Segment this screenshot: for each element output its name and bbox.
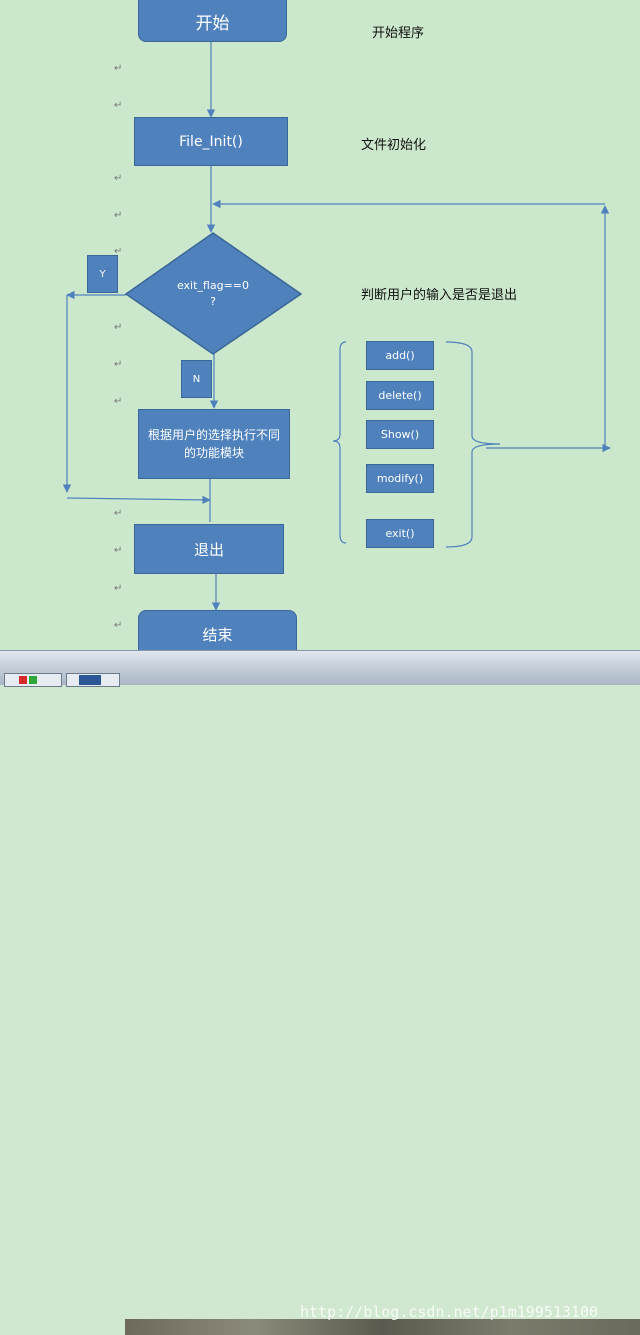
taskbar-start-button[interactable] [4, 673, 62, 687]
paragraph-mark: ↵ [114, 583, 123, 594]
connector-lines: exit_flag==0 ? [62, 42, 611, 611]
taskbar-word-button[interactable] [66, 673, 120, 687]
process-node: 根据用户的选择执行不同的功能模块 [138, 409, 290, 479]
taskbar: http://blog.csdn.net/p1m199513100 [0, 650, 640, 1335]
paragraph-mark: ↵ [114, 359, 123, 370]
start-node: 开始 [138, 0, 287, 42]
green-square-icon [29, 676, 37, 684]
function-delete: delete() [366, 381, 434, 410]
arrow-yes-to-quit [66, 495, 211, 505]
red-square-icon [19, 676, 27, 684]
paragraph-mark: ↵ [114, 322, 123, 333]
paragraph-mark: ↵ [114, 210, 123, 221]
paragraph-mark: ↵ [114, 620, 123, 631]
decision-text-line2: ? [210, 295, 216, 308]
left-brace [332, 341, 347, 544]
function-show: Show() [366, 420, 434, 449]
word-app-icon [79, 675, 101, 685]
paragraph-mark: ↵ [114, 508, 123, 519]
paragraph-mark: ↵ [114, 396, 123, 407]
paragraph-mark: ↵ [114, 246, 123, 257]
right-brace [445, 341, 501, 548]
decision-diamond [124, 232, 303, 355]
quit-node: 退出 [134, 524, 284, 574]
paragraph-mark: ↵ [114, 173, 123, 184]
annotation-start: 开始程序 [372, 26, 425, 41]
yes-label-box: Y [87, 255, 118, 293]
flowchart-canvas: exit_flag==0 ? 开始 File_Init() Y N 根据用户的选… [0, 0, 640, 662]
annotation-init: 文件初始化 [361, 138, 427, 153]
paragraph-mark: ↵ [114, 100, 123, 111]
paragraph-mark: ↵ [114, 545, 123, 556]
function-exit: exit() [366, 519, 434, 548]
paragraph-mark: ↵ [114, 63, 123, 74]
watermark-url: http://blog.csdn.net/p1m199513100 [300, 1303, 599, 1321]
decision-text-line1: exit_flag==0 [177, 279, 249, 292]
file-init-node: File_Init() [134, 117, 288, 166]
no-label-box: N [181, 360, 212, 398]
function-modify: modify() [366, 464, 434, 493]
annotation-decision: 判断用户的输入是否是退出 [361, 288, 518, 303]
desktop-background-strip [125, 1319, 640, 1335]
function-add: add() [366, 341, 434, 370]
